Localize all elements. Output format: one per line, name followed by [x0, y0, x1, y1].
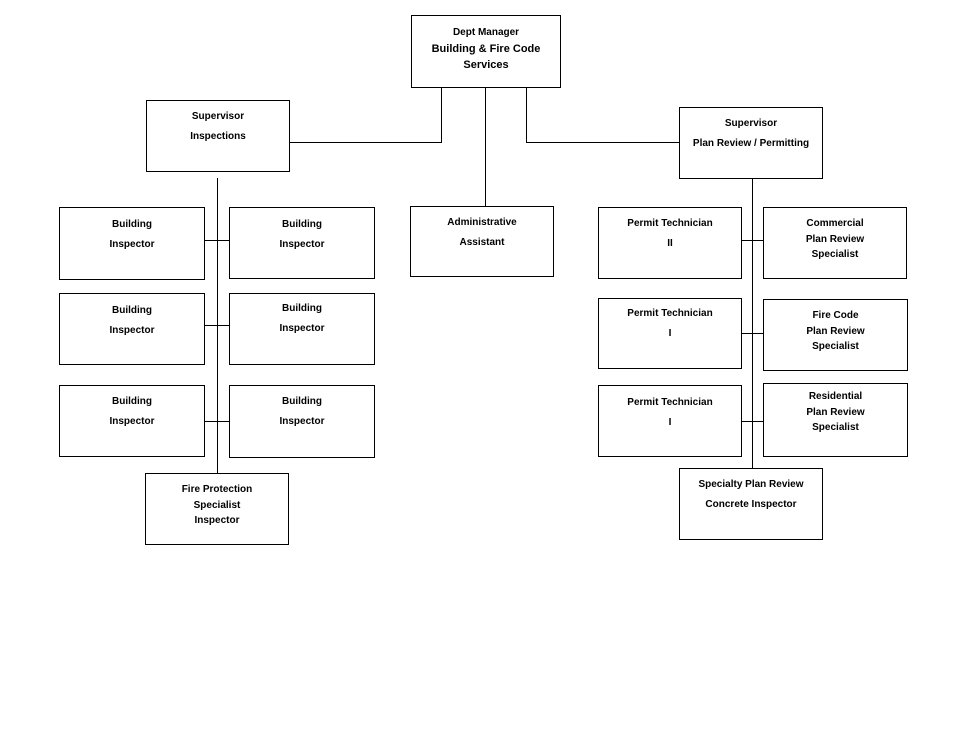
residential-plan-review-box: Residential Plan Review Specialist	[763, 383, 908, 457]
building-inspector-box-5: Building Inspector	[59, 385, 205, 457]
supervisor-plan-review-box: Supervisor Plan Review / Permitting	[679, 107, 823, 179]
connector-plan-row1	[741, 240, 764, 241]
dept-manager-line2: Building & Fire Code	[431, 42, 541, 55]
connector-manager-right	[526, 88, 527, 143]
connector-manager-left	[441, 88, 442, 143]
commercial-plan-review-line2: Plan Review	[805, 233, 865, 245]
fire-code-plan-review-line2: Plan Review	[806, 325, 865, 337]
permit-technician-ii-line1: Permit Technician	[627, 218, 713, 229]
connector-inspections-horizontal	[289, 142, 442, 143]
fire-protection-specialist-line3: Inspector	[194, 515, 240, 526]
building-inspector-box-2: Building Inspector	[229, 207, 375, 279]
connector-inspections-trunk	[217, 178, 218, 474]
building-inspector-box-4: Building Inspector	[229, 293, 375, 365]
commercial-plan-review-line3: Specialist	[811, 249, 859, 260]
connector-inspectors-row1	[204, 240, 230, 241]
specialty-plan-review-line2: Concrete Inspector	[705, 498, 797, 510]
specialty-plan-review-line1: Specialty Plan Review	[698, 479, 804, 490]
commercial-plan-review-box: Commercial Plan Review Specialist	[763, 207, 907, 279]
building-inspector-3-line1: Building	[112, 305, 152, 316]
supervisor-plan-review-line1: Supervisor	[724, 118, 778, 129]
supervisor-inspections-box: Supervisor Inspections	[146, 100, 290, 172]
dept-manager-box: Dept Manager Building & Fire Code Servic…	[411, 15, 561, 88]
connector-inspectors-row2	[204, 325, 230, 326]
building-inspector-3-line2: Inspector	[109, 324, 155, 336]
fire-code-plan-review-line3: Specialist	[812, 341, 859, 352]
building-inspector-box-6: Building Inspector	[229, 385, 375, 458]
residential-plan-review-line2: Plan Review	[806, 406, 865, 418]
building-inspector-2-line1: Building	[282, 219, 322, 230]
permit-technician-i-2-line2: I	[668, 416, 672, 428]
permit-technician-i-1-line2: I	[668, 327, 672, 339]
supervisor-plan-review-line2: Plan Review / Permitting	[692, 137, 810, 149]
administrative-assistant-line1: Administrative	[447, 217, 517, 228]
building-inspector-6-line2: Inspector	[279, 415, 325, 427]
administrative-assistant-box: Administrative Assistant	[410, 206, 554, 277]
permit-technician-i-box-2: Permit Technician I	[598, 385, 742, 457]
building-inspector-1-line2: Inspector	[109, 238, 155, 250]
supervisor-inspections-line1: Supervisor	[191, 111, 245, 122]
commercial-plan-review-line1: Commercial	[806, 218, 864, 229]
fire-code-plan-review-line1: Fire Code	[812, 310, 859, 321]
fire-protection-specialist-line2: Specialist	[193, 499, 241, 511]
administrative-assistant-line2: Assistant	[459, 236, 505, 248]
connector-plan-trunk	[752, 178, 753, 469]
permit-technician-i-1-line1: Permit Technician	[627, 308, 713, 319]
permit-technician-ii-box: Permit Technician II	[598, 207, 742, 279]
connector-inspectors-row3	[204, 421, 230, 422]
permit-technician-i-box-1: Permit Technician I	[598, 298, 742, 369]
dept-manager-title: Dept Manager	[452, 27, 520, 38]
supervisor-inspections-line2: Inspections	[190, 130, 246, 142]
residential-plan-review-line3: Specialist	[812, 422, 859, 433]
building-inspector-box-1: Building Inspector	[59, 207, 205, 280]
permit-technician-i-2-line1: Permit Technician	[627, 397, 713, 408]
building-inspector-4-line1: Building	[282, 303, 322, 314]
building-inspector-6-line1: Building	[282, 396, 322, 407]
permit-technician-ii-line2: II	[667, 237, 673, 249]
building-inspector-5-line1: Building	[112, 396, 152, 407]
building-inspector-2-line2: Inspector	[279, 238, 325, 250]
connector-plan-row2	[741, 333, 764, 334]
fire-code-plan-review-box: Fire Code Plan Review Specialist	[763, 299, 908, 371]
specialty-plan-review-box: Specialty Plan Review Concrete Inspector	[679, 468, 823, 540]
building-inspector-box-3: Building Inspector	[59, 293, 205, 365]
fire-protection-specialist-line1: Fire Protection	[181, 484, 253, 495]
building-inspector-5-line2: Inspector	[109, 415, 155, 427]
residential-plan-review-line1: Residential	[808, 391, 863, 402]
building-inspector-4-line2: Inspector	[279, 322, 325, 334]
connector-plan-horizontal	[526, 142, 679, 143]
building-inspector-1-line1: Building	[112, 219, 152, 230]
dept-manager-line3: Services	[463, 59, 509, 72]
fire-protection-specialist-box: Fire Protection Specialist Inspector	[145, 473, 289, 545]
connector-plan-row3	[741, 421, 764, 422]
connector-manager-center	[485, 88, 486, 207]
